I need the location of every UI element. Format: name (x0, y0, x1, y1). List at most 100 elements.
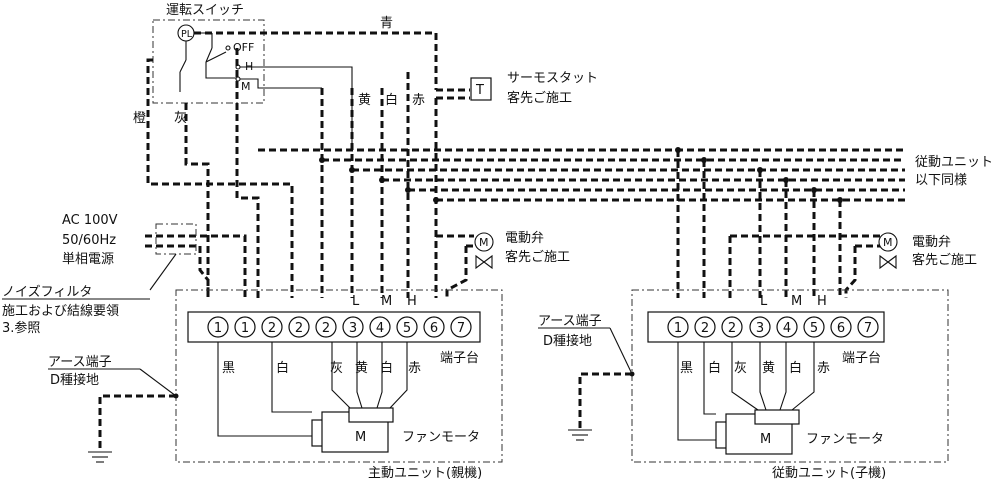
junction-dot (379, 177, 385, 183)
main-unit-box (175, 289, 503, 463)
switch-contact (179, 59, 187, 73)
terminal-number: 1 (214, 321, 222, 336)
terminal-2-circle (721, 316, 743, 338)
junction-dot (349, 167, 355, 173)
control-wiring: 青 橙 灰 黄 白 赤 (133, 16, 470, 298)
thermostat-symbol: T (475, 83, 484, 98)
earth-type: D種接地 (543, 333, 592, 349)
terminal-7-circle (450, 316, 472, 338)
main-earth: アース端子 D種接地 (48, 355, 179, 463)
main-motor-symbol: M (355, 430, 366, 445)
noise-filter-note1: 施工および結線要領 (2, 303, 119, 319)
wire-orange-label: 橙 (133, 111, 146, 126)
ground-icon (568, 429, 592, 441)
wire-blue (194, 31, 438, 90)
motor-wire-color-label: 赤 (408, 361, 421, 376)
main-unit-label: 主動ユニット(親機) (368, 466, 482, 481)
motor-lead (759, 342, 767, 411)
thermostat-label: サーモスタット (507, 71, 598, 86)
earth-leader (609, 327, 633, 375)
valve-motor-icon (474, 232, 494, 252)
valve-body-icon (483, 254, 493, 270)
terminal-number: 2 (701, 321, 709, 336)
terminal-number: 2 (295, 321, 303, 336)
motor-wire-color-label: 黄 (762, 361, 775, 376)
junction-dot (433, 197, 439, 203)
wire-red-label: 赤 (412, 93, 425, 108)
terminal-4-circle (776, 316, 798, 338)
valve-sub: M 電動弁 客先ご施工 (728, 232, 977, 298)
switch-terminal-m (235, 76, 241, 82)
sub-fan-motor-label: ファンモータ (806, 432, 884, 447)
speed-m-label: M (381, 294, 392, 309)
motor-wire-color-label: 白 (708, 360, 721, 376)
noise-filter-box (155, 223, 197, 255)
wire-orange (146, 58, 294, 298)
terminal-number: 7 (457, 321, 465, 336)
motor-lead (217, 342, 312, 437)
motor-wire-color-label: 黄 (355, 361, 368, 376)
terminal-2-circle (288, 316, 310, 338)
terminal-6-circle (423, 316, 445, 338)
wire-off (235, 48, 260, 298)
speed-h-label: H (407, 294, 417, 309)
terminal-number: 2 (322, 321, 330, 336)
terminal-2-circle (694, 316, 716, 338)
wire-blue-label: 青 (380, 16, 393, 31)
main-motor-connector (348, 407, 394, 423)
motor-wire-color-label: 白 (789, 360, 802, 376)
switch-m-label: M (241, 80, 251, 93)
wire-white-label: 白 (385, 92, 398, 108)
pilot-lamp-text: PL (181, 29, 193, 40)
earth-label: アース端子 (538, 314, 602, 329)
terminal-5-circle (396, 316, 418, 338)
power-frequency: 50/60Hz (62, 233, 116, 248)
valve-wire (844, 246, 857, 298)
motor-wire-color-label: 灰 (734, 361, 747, 376)
motor-wire-color-label: 黒 (222, 361, 235, 376)
main-fan-motor-label: ファンモータ (402, 430, 480, 445)
power-voltage: AC 100V (62, 213, 118, 228)
sub-unit-label: 従動ユニット(子機) (772, 466, 886, 481)
valve-installer: 客先ご施工 (912, 252, 977, 268)
terminal-number: 7 (864, 321, 872, 336)
valve-label: 電動弁 (912, 235, 951, 250)
noise-filter-note2: 3.参照 (2, 320, 40, 336)
speed-m-label: M (791, 294, 802, 309)
switch-contact (205, 47, 213, 63)
terminal-5-circle (803, 316, 825, 338)
ground-icon (88, 451, 112, 463)
pilot-lamp-icon: PL (177, 24, 195, 42)
switch-terminal-off (225, 45, 231, 51)
sub-motor-connector (754, 409, 800, 425)
sub-terminal-block-label: 端子台 (842, 351, 881, 366)
noise-filter-leader (149, 253, 177, 291)
switch-lever (205, 51, 227, 63)
sub-earth: アース端子 D種接地 (538, 314, 635, 441)
terminal-3-circle (342, 316, 364, 338)
switch-internal-wire (205, 62, 236, 79)
motor-wire-color-label: 黒 (680, 361, 693, 376)
earth-type: D種接地 (50, 372, 99, 388)
speed-l-label: L (760, 294, 768, 309)
terminal-number: 6 (837, 321, 845, 336)
follower-note-line2: 以下同様 (915, 173, 967, 188)
power-phase: 単相電源 (62, 251, 114, 267)
motor-lead (389, 342, 408, 409)
terminal-2-circle (261, 316, 283, 338)
wire-gray (184, 103, 210, 298)
wire-gray-label: 灰 (174, 111, 187, 126)
terminal-1-circle (234, 316, 256, 338)
valve-motor-symbol: M (479, 236, 489, 249)
earth-leader (139, 368, 177, 397)
follower-bus: 従動ユニット 以下同様 (258, 147, 993, 203)
terminal-number: 3 (349, 321, 357, 336)
motor-lead (791, 342, 815, 411)
motor-wire-color-label: 白 (276, 360, 289, 376)
speed-l-label: L (352, 294, 360, 309)
terminal-number: 1 (241, 321, 249, 336)
valve-main: M 電動弁 客先ご施工 (436, 231, 570, 298)
